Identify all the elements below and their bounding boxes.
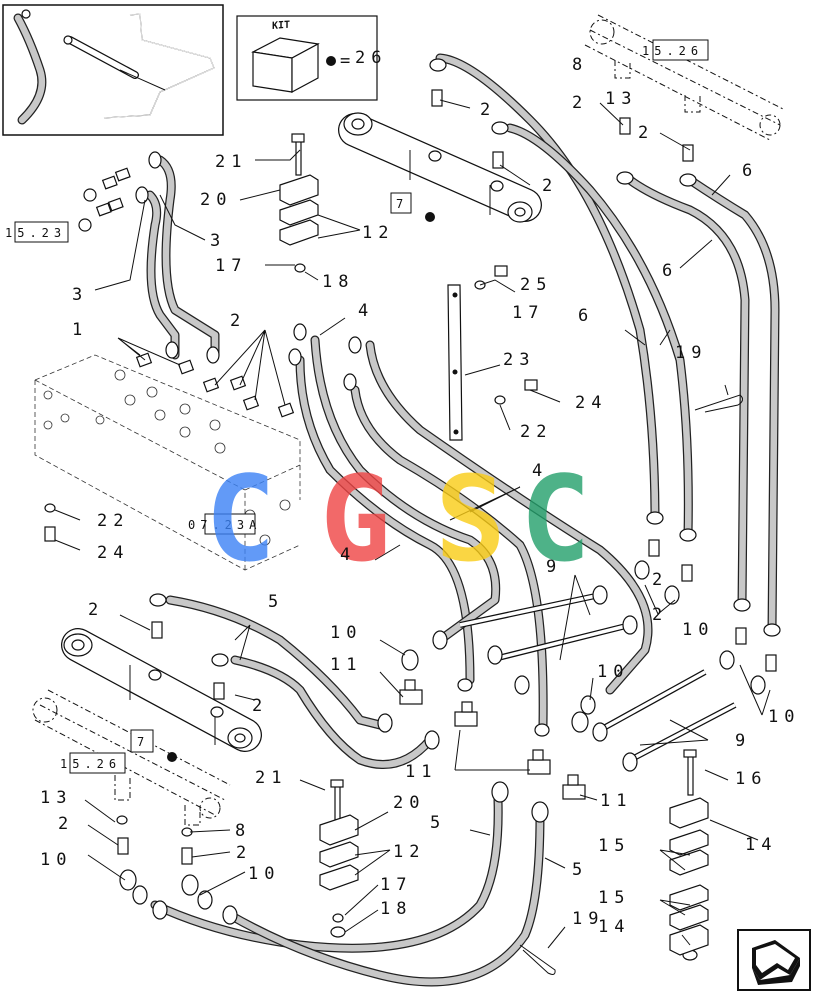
reference-boxes: 15.26 15.23 15.26 07.23A 7 7	[5, 39, 709, 774]
rigid-pipes	[459, 592, 737, 763]
callout-20-b: 20	[393, 793, 425, 813]
overview-inset	[2, 4, 224, 136]
callout-20-a: 20	[200, 190, 232, 210]
callout-2-d: 2	[638, 123, 654, 143]
callout-2-k: 2	[652, 570, 668, 590]
callout-12-b: 12	[393, 842, 425, 862]
callout-13-a: 13	[605, 89, 637, 109]
callout-14-a: 14	[745, 835, 777, 855]
next-page-button[interactable]	[737, 929, 811, 991]
callout-9-a: 9	[546, 557, 562, 577]
callout-5-a: 5	[268, 592, 284, 612]
callout-10-f: 10	[248, 864, 280, 884]
watermark: C G S C	[205, 450, 591, 588]
ref-box-15-23: 15.23	[5, 226, 66, 240]
watermark-letter-g: G	[320, 450, 391, 588]
callout-2-a: 2	[480, 100, 496, 120]
callout-2-b: 2	[542, 176, 558, 196]
callout-25: 25	[520, 275, 552, 295]
callout-2-i: 2	[236, 843, 252, 863]
ref-box-7-lower: 7	[137, 735, 149, 749]
callout-6-b: 6	[662, 261, 678, 281]
kit-label: KIT	[272, 20, 290, 32]
ref-box-07-23a: 07.23A	[188, 518, 261, 532]
callout-8-a: 8	[572, 55, 588, 75]
callout-8-b: 8	[235, 821, 251, 841]
part-callouts: 1 2 2 2 2 2 2 2 2 2 2 2 3 3 4 4 4 5 5 5 …	[40, 55, 800, 937]
callout-6-a: 6	[742, 161, 758, 181]
callout-14-b: 14	[598, 917, 630, 937]
callout-21-a: 21	[215, 152, 247, 172]
callout-19-a: 19	[675, 343, 707, 363]
callout-24-a: 24	[575, 393, 607, 413]
fittings	[44, 58, 781, 975]
kit-legend: KIT = 26	[236, 15, 387, 101]
callout-12-a: 12	[362, 223, 394, 243]
callout-10-d: 10	[768, 707, 800, 727]
callout-15-a: 15	[598, 836, 630, 856]
callout-11-a: 11	[330, 655, 362, 675]
callout-18-b: 18	[380, 899, 412, 919]
cylinder-dashed-upper-right	[584, 14, 786, 141]
callout-11-c: 11	[600, 791, 632, 811]
callout-18-a: 18	[322, 272, 354, 292]
callout-9-b: 9	[735, 731, 751, 751]
callout-3-b: 3	[72, 285, 88, 305]
callout-22-a: 22	[520, 422, 552, 442]
callout-16: 16	[735, 769, 767, 789]
callout-5-c: 5	[572, 860, 588, 880]
callout-24-b: 24	[97, 543, 129, 563]
ref-box-15-26-top: 15.26	[642, 44, 703, 58]
callout-22-b: 22	[97, 511, 129, 531]
callout-10-b: 10	[597, 662, 629, 682]
callout-11-b: 11	[405, 762, 437, 782]
callout-1: 1	[72, 320, 88, 340]
ref-box-7-upper: 7	[396, 197, 408, 211]
leader-lines	[54, 99, 771, 949]
callout-2-e: 2	[230, 311, 246, 331]
kit-marker-icon	[326, 56, 336, 66]
hoses	[145, 53, 780, 987]
cylinder-upper	[338, 112, 542, 223]
callout-17-c: 17	[380, 875, 412, 895]
callout-19-b: 19	[572, 909, 604, 929]
callout-10-e: 10	[40, 850, 72, 870]
callout-10-a: 10	[330, 623, 362, 643]
callout-5-b: 5	[430, 813, 446, 833]
callout-2-c: 2	[572, 93, 588, 113]
callout-6-c: 6	[578, 306, 594, 326]
callout-10-c: 10	[682, 620, 714, 640]
callout-17-a: 17	[215, 256, 247, 276]
callout-23: 23	[503, 350, 535, 370]
manifold-block	[34, 354, 301, 571]
callout-2-j: 2	[652, 605, 668, 625]
watermark-letter-s: S	[435, 450, 506, 588]
callout-17-b: 17	[512, 303, 544, 323]
ref-box-15-26-bottom: 15.26	[60, 757, 121, 771]
next-page-arrow-icon	[752, 940, 800, 985]
callout-2-h: 2	[58, 814, 74, 834]
callout-2-g: 2	[252, 696, 268, 716]
callout-21-b: 21	[255, 768, 287, 788]
watermark-letter-c2: C	[520, 450, 591, 588]
callout-4-c: 4	[340, 545, 356, 565]
callout-15-b: 15	[598, 888, 630, 908]
callout-4-a: 4	[358, 301, 374, 321]
callout-4-b: 4	[532, 461, 548, 481]
cylinder-lower	[61, 628, 262, 752]
kit-quantity: 26	[355, 48, 387, 68]
callout-13-b: 13	[40, 788, 72, 808]
kit-equals: =	[340, 51, 350, 71]
callout-3-a: 3	[210, 231, 226, 251]
callout-2-f: 2	[88, 600, 104, 620]
watermark-letter-c1: C	[205, 450, 276, 588]
